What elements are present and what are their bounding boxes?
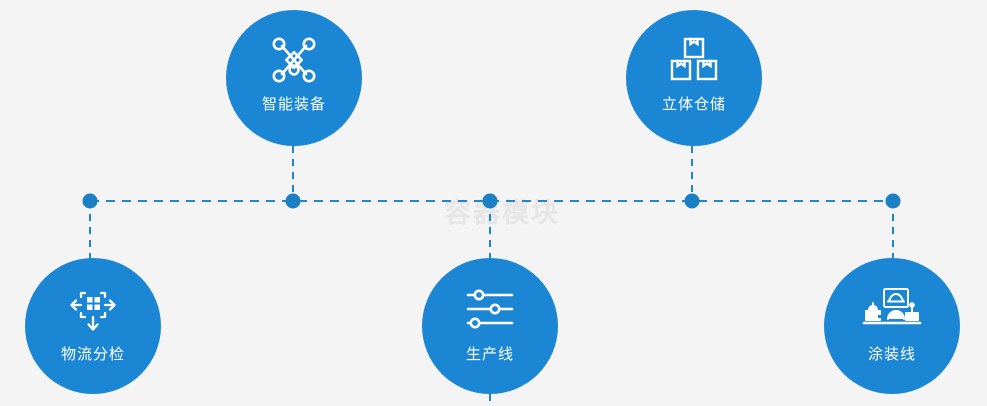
paint-booth-icon bbox=[862, 284, 922, 336]
node-label-intelligent-equipment: 智能装备 bbox=[261, 95, 326, 113]
node-stereo-warehouse[interactable]: 立体仓储 bbox=[626, 10, 762, 146]
junction-stereo-warehouse bbox=[684, 193, 700, 209]
node-label-logistics-sorting: 物流分检 bbox=[60, 345, 125, 363]
node-production-line[interactable]: 生产线 bbox=[422, 258, 558, 394]
sorting-arrows-icon bbox=[67, 284, 119, 336]
node-logistics-sorting[interactable]: 物流分检 bbox=[25, 258, 161, 394]
node-label-production-line: 生产线 bbox=[465, 345, 514, 363]
watermark-text: 容器模块 bbox=[444, 198, 560, 229]
sliders-icon bbox=[464, 284, 516, 336]
junction-production-line bbox=[482, 193, 498, 209]
junction-painting-line bbox=[885, 193, 901, 209]
node-intelligent-equipment[interactable]: 智能装备 bbox=[226, 10, 362, 146]
stacked-boxes-icon bbox=[669, 32, 719, 88]
junction-intelligent-equipment bbox=[285, 193, 301, 209]
node-painting-line[interactable]: 涂装线 bbox=[824, 258, 960, 394]
node-label-stereo-warehouse: 立体仓储 bbox=[661, 95, 726, 113]
network-nodes-icon bbox=[268, 32, 320, 88]
junction-logistics-sorting bbox=[82, 193, 98, 209]
node-label-painting-line: 涂装线 bbox=[867, 345, 916, 363]
